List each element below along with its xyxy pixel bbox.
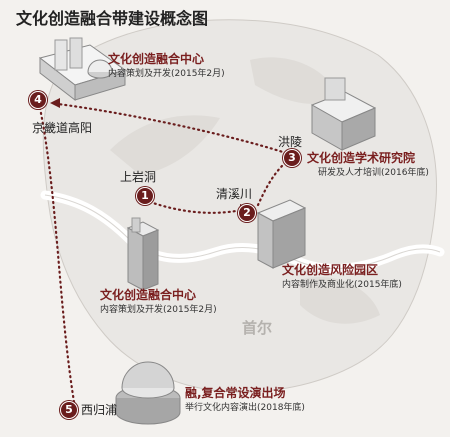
marker-3: 3 [283,149,301,167]
building-goyang [38,37,127,102]
project-detail-hongneung: 研发及人才培训(2016年底) [318,168,429,178]
route-1-2 [148,200,244,214]
project-name-sangam: 文化创造融合中心 [100,288,197,302]
project-detail-venture: 内容制作及商业化(2015年底) [282,280,402,290]
place-label-goyang: 京畿道高阳 [32,121,93,135]
terrain-shade [110,115,220,175]
terrain-shade [250,57,340,105]
place-label-cheonggyecheon: 清溪川 [216,187,253,201]
building-arena [115,361,181,425]
project-detail-sangam: 内容策划及开发(2015年2月) [100,305,217,315]
marker-2: 2 [238,204,256,222]
project-detail-goyang: 内容策划及开发(2015年2月) [108,69,225,79]
seoul-label: 首尔 [242,319,273,337]
project-name-goyang: 文化创造融合中心 [108,52,205,66]
route-3-4 [56,102,288,155]
route-4-5 [38,106,76,404]
place-label-sangam: 上岩洞 [120,170,157,184]
page-title: 文化创造融合带建设概念图 [16,9,209,28]
terrain-shade [300,276,380,324]
marker-5: 5 [60,401,78,419]
place-label-hongneung: 洪陵 [278,135,303,149]
marker-1: 1 [136,187,154,205]
building-sangam [126,217,160,291]
place-label-seogwipo: 西归浦 [81,403,118,417]
arrow-head [50,98,60,108]
project-name-seogwipo: 融,复合常设演出场 [185,386,286,400]
project-name-hongneung: 文化创造学术研究院 [307,151,416,165]
route-lines [38,102,288,404]
han-river [44,194,441,269]
project-detail-seogwipo: 举行文化内容演出(2018年底) [185,403,305,413]
building-venture [256,199,307,269]
marker-4: 4 [29,91,47,109]
building-hongneung [310,77,377,151]
route-2-3 [256,160,288,207]
project-name-venture: 文化创造风险园区 [282,263,379,277]
